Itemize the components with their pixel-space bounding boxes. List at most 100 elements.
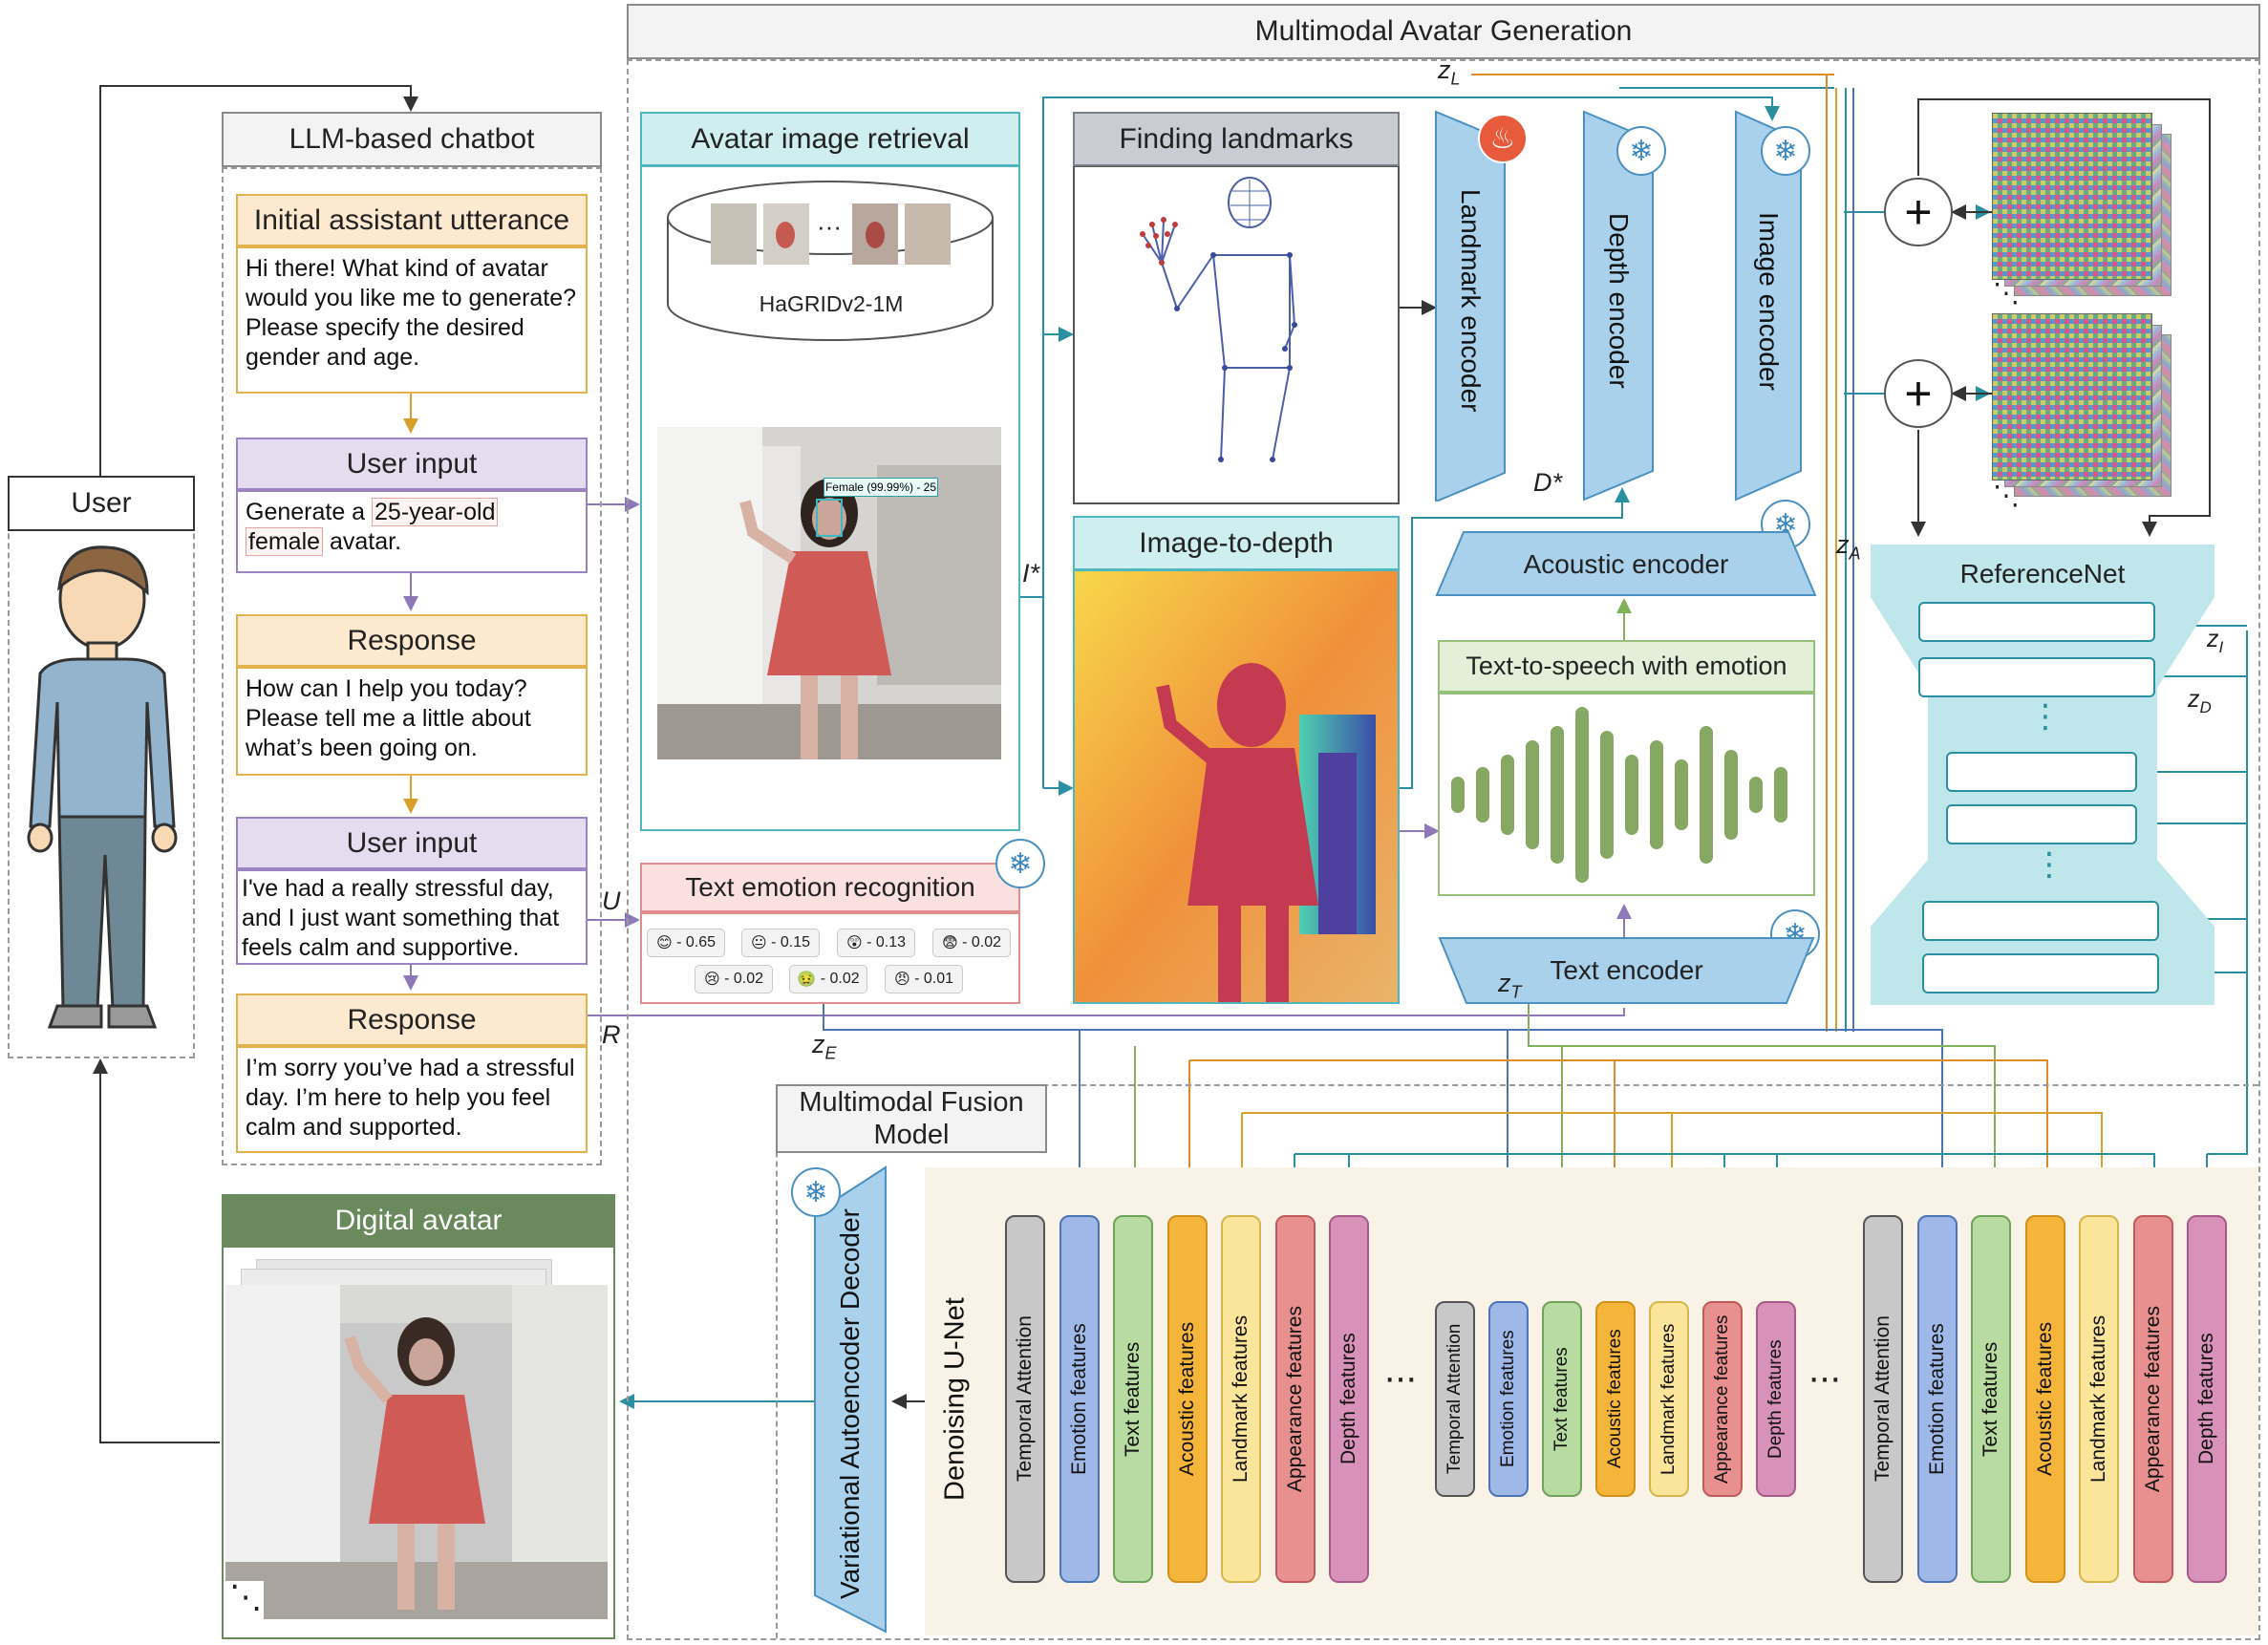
landmark-encoder-label: Landmark encoder xyxy=(1456,189,1486,413)
noise-image-top xyxy=(1992,113,2152,280)
snowflake-icon: ❄ xyxy=(791,1167,841,1217)
referencenet-label: ReferenceNet xyxy=(1959,559,2126,588)
feature-bar-label: Temporal Attention xyxy=(1872,1315,1894,1483)
emotion-score-6: 🤢 - 0.02 xyxy=(789,965,867,993)
symbol-z: z xyxy=(812,1030,825,1058)
feature-bar-depth xyxy=(1329,1215,1369,1583)
retrieval-title: Avatar image retrieval xyxy=(640,112,1020,166)
text-encoder-shape xyxy=(1438,937,1815,1004)
feature-bar-depth xyxy=(1756,1301,1796,1497)
gender-highlight: female xyxy=(246,527,324,556)
generation-panel xyxy=(627,59,2260,1640)
emotion-score-1: 😊 - 0.65 xyxy=(647,929,725,957)
feature-bar-acoustic xyxy=(2024,1215,2065,1583)
feature-bar-label: Appearance features xyxy=(1712,1314,1732,1484)
emotion-icon-3: 😲 xyxy=(845,935,863,951)
user-input-2-text: I've had a really stressful day, and I j… xyxy=(236,869,588,965)
user-input-1-text: Generate a 25-year-old female avatar. xyxy=(236,490,588,573)
emotion-score-3: 😲 - 0.13 xyxy=(837,929,915,957)
encoder-shapes xyxy=(1435,110,1802,502)
response-1-header: Response xyxy=(236,614,588,667)
emotion-value-4: - 0.02 xyxy=(962,934,1002,951)
text-encoder-label: Text encoder xyxy=(1550,955,1703,985)
emotion-icon-5: 😢 xyxy=(703,972,720,988)
snowflake-icon: ❄ xyxy=(995,839,1045,888)
response-2-text: I’m sorry you’ve had a stressful day. I’… xyxy=(236,1046,588,1153)
emotion-icon-1: 😊 xyxy=(655,935,673,951)
referencenet-layer xyxy=(1946,752,2137,792)
emotion-value-6: - 0.02 xyxy=(820,971,860,987)
feature-bar-text xyxy=(1542,1301,1582,1497)
fusion-title: Multimodal Fusion Model xyxy=(776,1084,1047,1153)
emotion-value-7: - 0.01 xyxy=(914,971,954,987)
symbol-sub: T xyxy=(1510,982,1522,1002)
feature-bar-text xyxy=(1971,1215,2011,1583)
symbol-sub: I xyxy=(2218,638,2224,656)
symbol-zA: zA xyxy=(1836,530,1861,564)
emotion-value-3: - 0.13 xyxy=(867,934,907,951)
feature-bar-label: Emotion features xyxy=(1067,1323,1090,1475)
database-dots: ··· xyxy=(817,212,842,241)
avatar-output-image xyxy=(225,1285,608,1619)
dataset-label: HaGRIDv2-1M xyxy=(759,291,904,316)
face-detection-tag: Female (99.99%) - 25 xyxy=(824,478,938,497)
emotion-score-5: 😢 - 0.02 xyxy=(695,965,773,993)
feature-bar-temporal xyxy=(1005,1215,1045,1583)
referencenet-dots-2: ⋮ xyxy=(2033,846,2065,883)
user-figure-icon xyxy=(27,545,178,1029)
acoustic-encoder-shape xyxy=(1435,531,1817,596)
feature-bar-label: Temporal Attention xyxy=(1444,1323,1465,1475)
feature-bar-label: Landmark features xyxy=(1658,1323,1679,1475)
symbol-sub: E xyxy=(824,1043,837,1063)
feature-bar-text xyxy=(1113,1215,1153,1583)
fusion-dots-1: ··· xyxy=(1383,1357,1418,1399)
fusion-dots-2: ··· xyxy=(1808,1357,1842,1399)
symbol-I-star: I* xyxy=(1022,559,1040,588)
feature-bar-acoustic xyxy=(1595,1301,1636,1497)
feature-bar-acoustic xyxy=(1166,1215,1208,1583)
landmarks-title: Finding landmarks xyxy=(1073,112,1400,166)
feature-bar-label: Emotion features xyxy=(1925,1323,1948,1475)
feature-bar-label: Appearance features xyxy=(1283,1306,1306,1492)
age-highlight: 25-year-old xyxy=(372,498,499,526)
generation-title: Multimodal Avatar Generation xyxy=(627,4,2260,59)
feature-bar-appearance xyxy=(2132,1215,2173,1583)
symbol-z: z xyxy=(2207,626,2219,652)
feature-bar-label: Temporal Attention xyxy=(1014,1315,1036,1483)
emotion-score-7: 😠 - 0.01 xyxy=(885,965,963,993)
feature-bar-temporal xyxy=(1435,1301,1475,1497)
referencenet-layer xyxy=(1946,804,2137,844)
symbol-zE: zE xyxy=(812,1030,837,1063)
noise-dots-bottom: ⋱ xyxy=(1993,481,2020,510)
snowflake-icon: ❄ xyxy=(1616,126,1666,176)
feature-bar-label: Text features xyxy=(1979,1341,2001,1457)
acoustic-encoder-label: Acoustic encoder xyxy=(1523,549,1729,579)
waveform-icon xyxy=(1451,707,1787,883)
symbol-sub: A xyxy=(1849,544,1861,564)
feature-bar-label: Landmark features xyxy=(1230,1314,1252,1484)
symbol-z: z xyxy=(1438,55,1451,84)
response-2-header: Response xyxy=(236,993,588,1046)
symbol-U: U xyxy=(602,887,621,915)
snowflake-icon: ❄ xyxy=(1761,126,1810,176)
user-label: User xyxy=(8,476,195,531)
symbol-z: z xyxy=(1836,530,1850,559)
tts-title: Text-to-speech with emotion xyxy=(1438,640,1815,693)
unet-label: Denoising U-Net xyxy=(939,1297,971,1502)
chatbot-title: LLM-based chatbot xyxy=(222,112,602,167)
user-input-1-suffix: avatar. xyxy=(330,528,402,555)
symbol-sub: D xyxy=(2199,698,2212,716)
emotion-icon-7: 😠 xyxy=(893,972,910,988)
user-input-2-header: User input xyxy=(236,817,588,869)
user-input-1-header: User input xyxy=(236,438,588,490)
feature-bar-appearance xyxy=(1702,1301,1743,1497)
feature-bar-label: Emotion features xyxy=(1498,1330,1518,1468)
skeleton-landmarks-icon xyxy=(1140,177,1297,462)
depth-title: Image-to-depth xyxy=(1073,516,1400,570)
referencenet-dots-1: ⋮ xyxy=(2029,698,2062,735)
feature-bar-landmark xyxy=(1649,1301,1689,1497)
emotion-icon-4: 😨 xyxy=(941,935,958,951)
symbol-zL: zL xyxy=(1438,55,1461,89)
response-1-text: How can I help you today? Please tell me… xyxy=(236,667,588,776)
initial-utterance-text: Hi there! What kind of avatar would you … xyxy=(236,246,588,394)
